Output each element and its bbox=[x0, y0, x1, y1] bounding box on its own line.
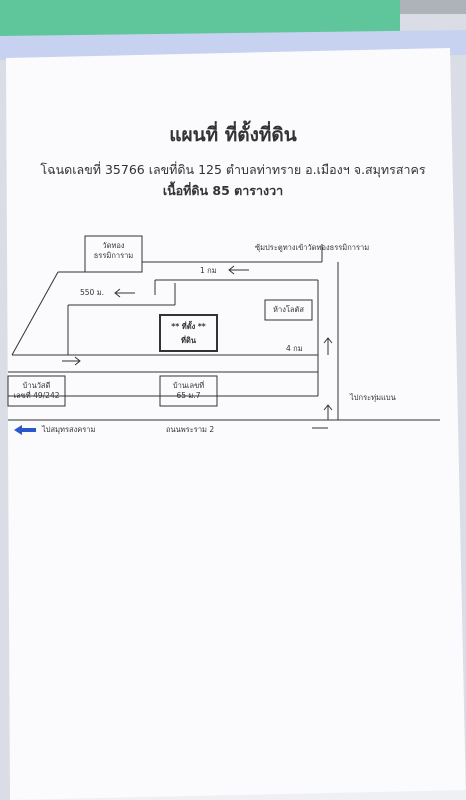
blue-arrow-icon bbox=[14, 425, 36, 435]
area-line: เนื้อที่ดิน 85 ตารางวา bbox=[162, 183, 284, 198]
house-left-label: บ้านวัสดี เลขที่ 49/242 bbox=[8, 381, 65, 401]
direction-arrows bbox=[62, 265, 333, 429]
house-center-line-1: บ้านเลขที่ bbox=[172, 381, 205, 390]
site-label: ** ที่ตั้ง ** ที่ดิน bbox=[160, 322, 217, 346]
temple-line-2: ธรรมิการาม bbox=[93, 251, 134, 260]
house-center-label: บ้านเลขที่ 65 ม.7 bbox=[160, 381, 217, 401]
site-line-1: ** ที่ตั้ง ** bbox=[171, 322, 206, 331]
dist-4km-label: 4 กม bbox=[286, 344, 303, 353]
temple-label: วัดทอง ธรรมิการาม bbox=[85, 241, 142, 261]
house-left-line-2: เลขที่ 49/242 bbox=[13, 391, 60, 400]
map-lines bbox=[7, 235, 440, 421]
mall-label: ห้างโลตัส bbox=[273, 305, 304, 314]
page-title: แผนที่ ที่ตั้งที่ดิน bbox=[169, 124, 297, 146]
to-samut-label: ไปสมุทรสงคราม bbox=[42, 425, 96, 434]
road-label: ถนนพระราม 2 bbox=[166, 425, 215, 434]
dist-1km-label: 1 กม bbox=[200, 266, 217, 275]
gate-label: ซุ้มประตูทางเข้าวัดทองธรรมิการาม bbox=[255, 243, 370, 252]
deed-line: โฉนดเลขที่ 35766 เลขที่ดิน 125 ตำบลท่าทร… bbox=[40, 162, 426, 177]
site-line-2: ที่ดิน bbox=[181, 336, 196, 345]
dist-550m-label: 550 ม. bbox=[80, 288, 105, 297]
house-left-line-1: บ้านวัสดี bbox=[22, 381, 51, 390]
green-sheet bbox=[0, 0, 400, 36]
to-krathum-label: ไปกระทุ่มแบน bbox=[350, 393, 396, 402]
house-center-line-2: 65 ม.7 bbox=[176, 391, 201, 400]
temple-line-1: วัดทอง bbox=[102, 241, 125, 250]
